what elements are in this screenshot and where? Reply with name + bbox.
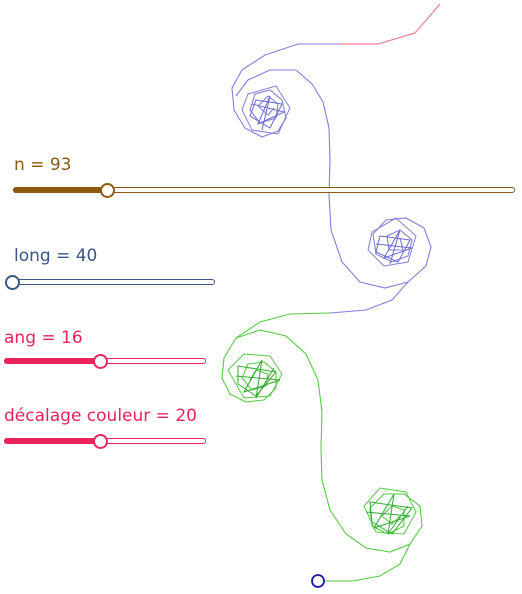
slider-decalage[interactable] <box>4 434 206 449</box>
slider-decalage-handle[interactable] <box>92 434 108 449</box>
curve-knot-green-1c <box>235 359 281 399</box>
slider-long-handle[interactable] <box>5 275 20 290</box>
curve-segment-blue-link <box>235 69 296 97</box>
curve-segment-green-tail <box>318 543 411 582</box>
slider-n[interactable] <box>13 183 515 198</box>
curve-knot-blue-2c <box>375 229 413 265</box>
curve-segment-blue <box>231 43 340 138</box>
slider-ang-fill <box>4 358 101 364</box>
curve-knot-blue-1 <box>241 85 291 135</box>
curve-knot-blue-2b <box>375 235 411 263</box>
slider-n-handle[interactable] <box>100 183 116 198</box>
curve-knot-green-2 <box>363 487 417 535</box>
slider-decalage-label: décalage couleur = 20 <box>4 406 197 426</box>
slider-n-label: n = 93 <box>14 155 72 175</box>
slider-long-label: long = 40 <box>14 246 98 266</box>
curve-segment-red <box>340 3 441 45</box>
curve-knot-blue-1c <box>251 95 286 131</box>
slider-ang-handle[interactable] <box>92 354 108 369</box>
slider-long-track[interactable] <box>13 279 215 285</box>
curve-knot-blue-1b <box>249 99 283 129</box>
slider-ang[interactable] <box>4 354 206 369</box>
curve-segment-green-arc <box>235 329 423 553</box>
slider-long[interactable] <box>5 275 215 290</box>
curve-knot-green-2b <box>369 501 413 535</box>
slider-ang-label: ang = 16 <box>4 328 83 348</box>
curve-knot-blue-2 <box>367 217 417 267</box>
curve-knot-green-1 <box>227 353 283 399</box>
curve-knot-green-2c <box>365 493 411 535</box>
curve-segment-blue-tail <box>329 281 409 314</box>
slider-n-fill <box>13 187 109 193</box>
slider-decalage-fill <box>4 438 101 444</box>
curve-segment-blue-arc <box>295 69 432 289</box>
start-point-circle-icon[interactable] <box>311 574 325 588</box>
